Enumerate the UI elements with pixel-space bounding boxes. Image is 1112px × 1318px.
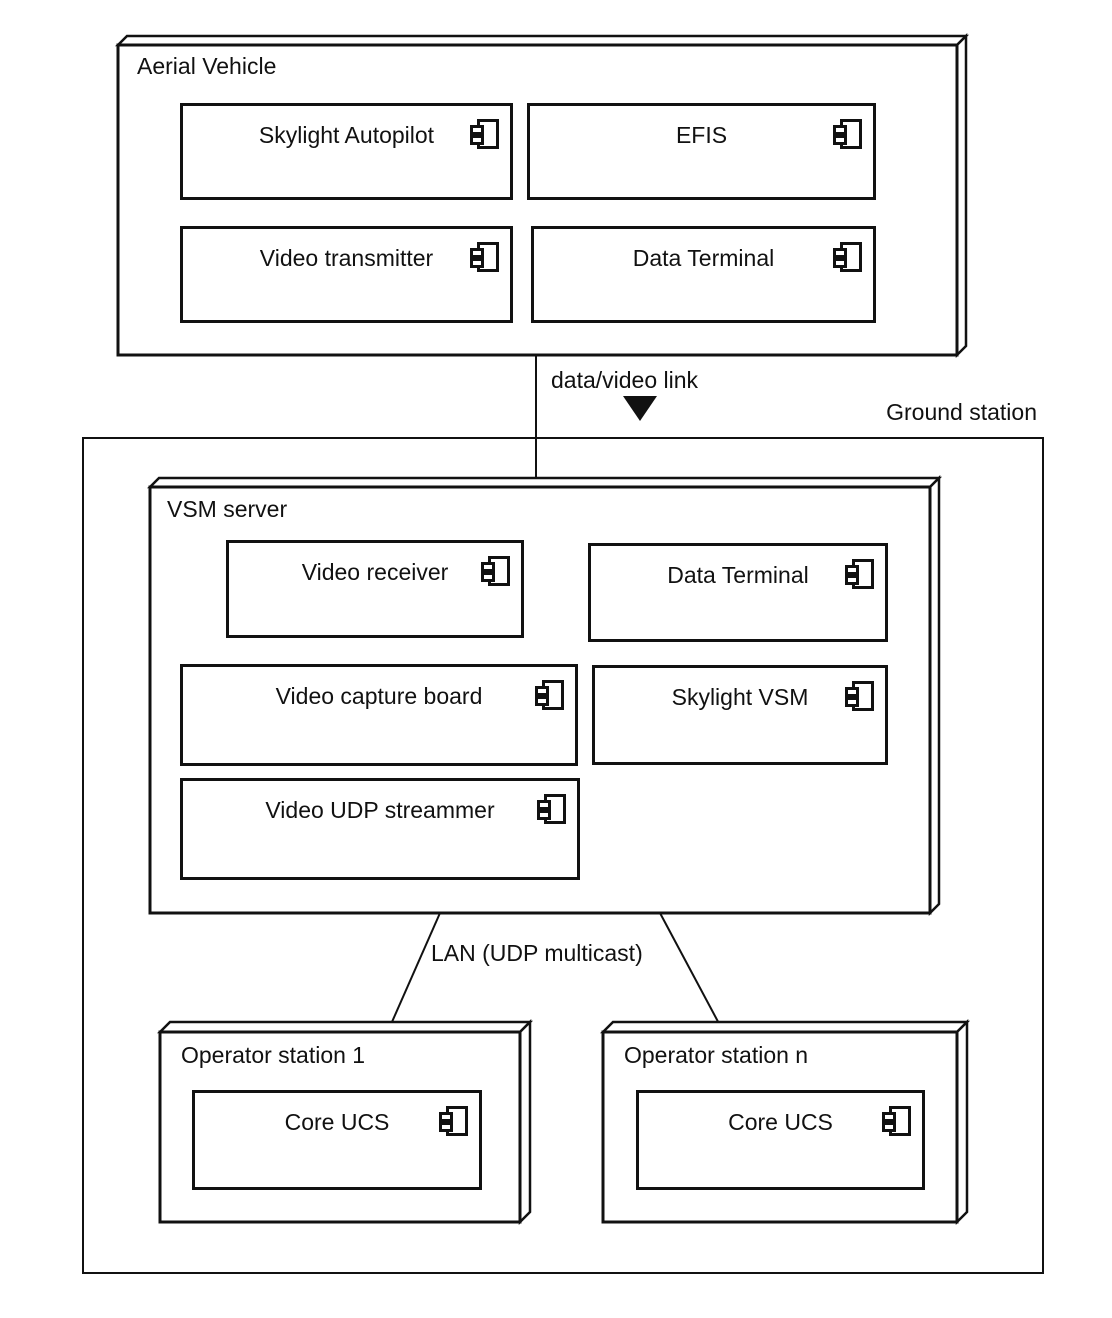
component-icon (470, 242, 499, 272)
component-core-ucs-1: Core UCS (192, 1090, 482, 1190)
component-label: EFIS (675, 122, 728, 148)
component-label: Skylight Autopilot (258, 122, 435, 148)
component-video-receiver: Video receiver (226, 540, 524, 638)
component-video-transmitter: Video transmitter (180, 226, 513, 323)
component-efis: EFIS (527, 103, 876, 200)
data-video-link-label: data/video link (551, 367, 699, 393)
component-icon (470, 119, 499, 149)
component-icon (833, 119, 862, 149)
lan-line-to-station-n (659, 912, 724, 1032)
component-skylight-autopilot: Skylight Autopilot (180, 103, 513, 200)
component-label: Core UCS (284, 1109, 390, 1135)
component-label: Skylight VSM (671, 684, 809, 710)
component-label: Video capture board (275, 683, 483, 709)
component-label: Data Terminal (667, 562, 809, 588)
operator-station-n-label: Operator station n (624, 1042, 809, 1068)
component-label: Video UDP streammer (265, 797, 495, 823)
component-icon (845, 681, 874, 711)
lan-label: LAN (UDP multicast) (431, 940, 643, 966)
operator-station-1-label: Operator station 1 (181, 1042, 366, 1068)
component-data-terminal-av: Data Terminal (531, 226, 876, 323)
component-label: Video receiver (301, 559, 449, 585)
component-label: Core UCS (728, 1109, 833, 1135)
link-direction-arrow-icon (623, 396, 657, 421)
component-icon (833, 242, 862, 272)
component-label: Video transmitter (259, 245, 434, 271)
vsm-server-label: VSM server (167, 496, 288, 522)
component-icon (537, 794, 566, 824)
lan-line-to-station-1 (387, 912, 441, 1032)
component-skylight-vsm: Skylight VSM (592, 665, 888, 765)
component-label: Data Terminal (632, 245, 775, 271)
component-data-terminal-vsm: Data Terminal (588, 543, 888, 642)
component-icon (439, 1106, 468, 1136)
component-core-ucs-n: Core UCS (636, 1090, 925, 1190)
aerial-vehicle-label: Aerial Vehicle (137, 53, 277, 79)
component-icon (882, 1106, 911, 1136)
component-icon (535, 680, 564, 710)
ground-station-label: Ground station (886, 399, 1037, 425)
component-icon (481, 556, 510, 586)
component-video-capture-board: Video capture board (180, 664, 578, 766)
ground-station-boundary (82, 437, 1044, 1274)
component-video-udp-streammer: Video UDP streammer (180, 778, 580, 880)
component-icon (845, 559, 874, 589)
